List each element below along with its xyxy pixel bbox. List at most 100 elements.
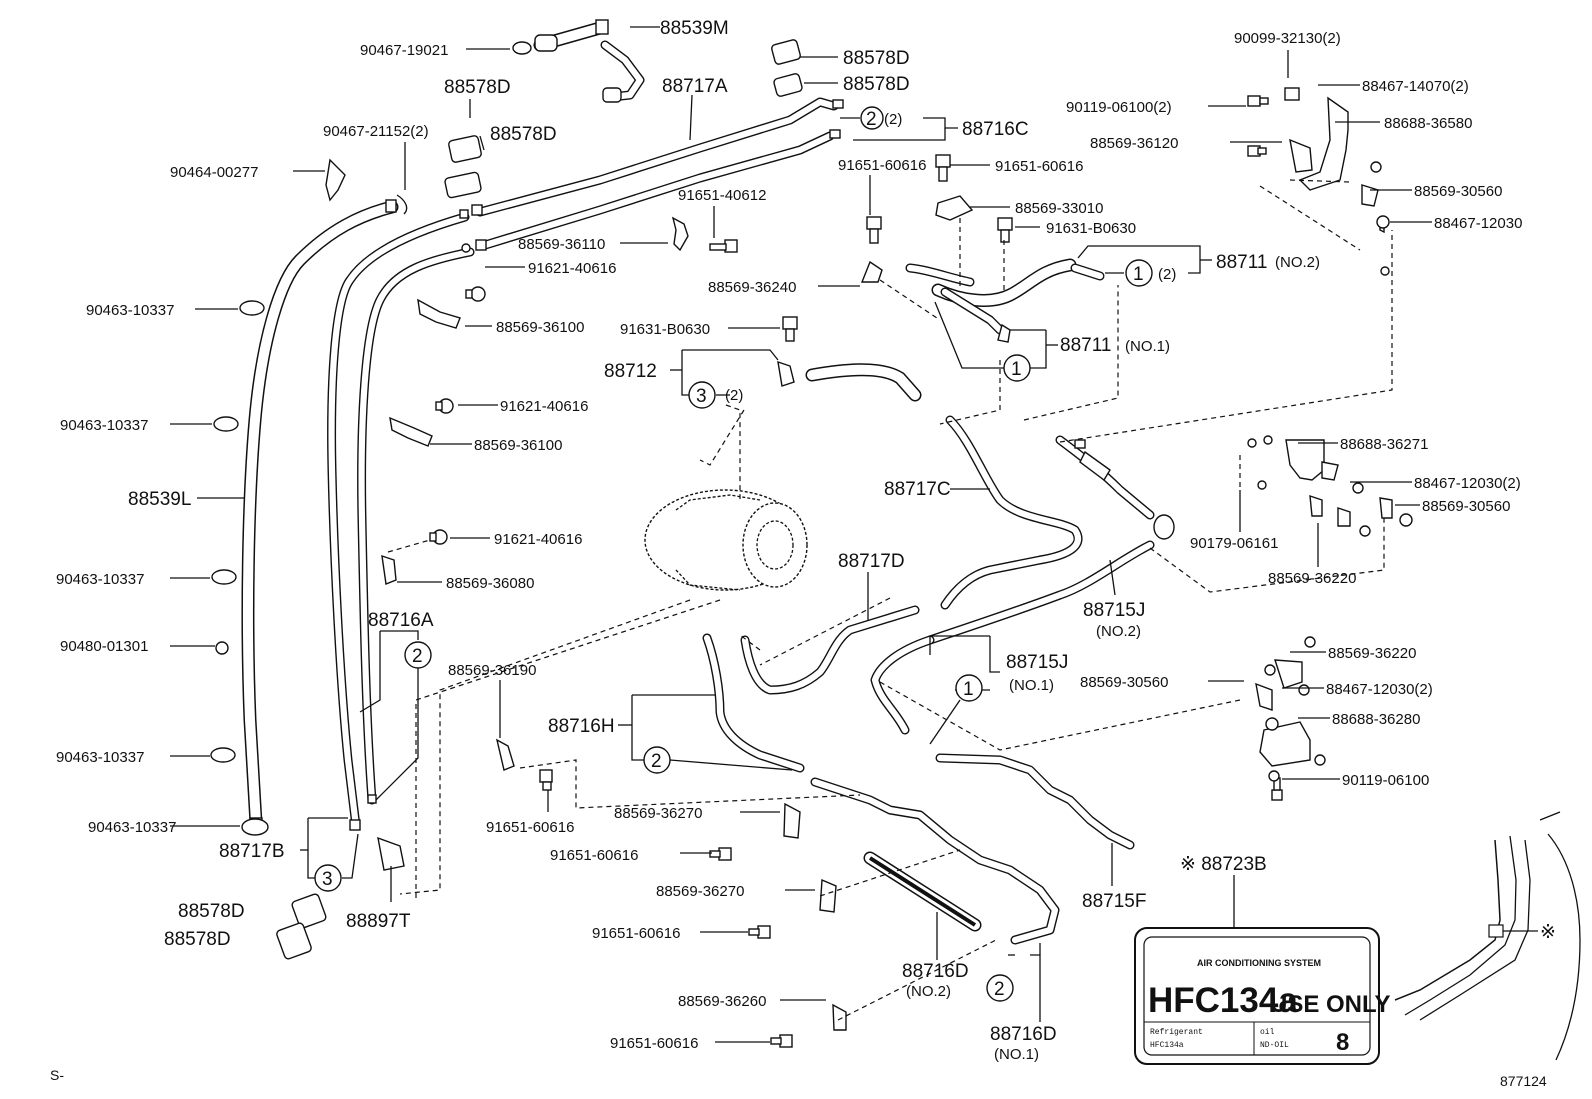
callout-2-88716d-text: 2 bbox=[994, 979, 1005, 1000]
callout-2-88716h bbox=[643, 746, 671, 774]
label-88539M: 88539M bbox=[660, 18, 729, 39]
label-88716D-no1-suffix: (NO.1) bbox=[994, 1046, 1039, 1063]
callout-1-no1 bbox=[1003, 354, 1031, 382]
label-88711-no2-suffix: (NO.2) bbox=[1275, 254, 1320, 271]
callout-3-88717b bbox=[314, 864, 342, 892]
label-90463-10337-b: 90463-10337 bbox=[60, 417, 148, 434]
label-88578D-6: 88578D bbox=[164, 929, 231, 950]
label-91651-60616-b: 91651-60616 bbox=[995, 158, 1083, 175]
label-88467-12030: 88467-12030 bbox=[1434, 215, 1522, 232]
label-88569-36100-a: 88569-36100 bbox=[496, 319, 584, 336]
label-88569-36270-b: 88569-36270 bbox=[656, 883, 744, 900]
label-90463-10337-c: 90463-10337 bbox=[56, 571, 144, 588]
inset-marker: ※ bbox=[1540, 922, 1556, 943]
label-88578D-4: 88578D bbox=[490, 124, 557, 145]
label-88569-36080: 88569-36080 bbox=[446, 575, 534, 592]
callout-2-top bbox=[860, 106, 884, 130]
label-88578D-1: 88578D bbox=[843, 48, 910, 69]
label-90463-10337-d: 90463-10337 bbox=[56, 749, 144, 766]
callout-1-no2 bbox=[1125, 259, 1153, 287]
label-91651-60616-a: 91651-60616 bbox=[838, 157, 926, 174]
callout-1-no1-text: 1 bbox=[1011, 359, 1022, 380]
label-88715J-no2: 88715J bbox=[1083, 600, 1145, 621]
label-88569-30560-c: 88569-30560 bbox=[1080, 674, 1168, 691]
label-88688-36580: 88688-36580 bbox=[1384, 115, 1472, 132]
label-88569-33010: 88569-33010 bbox=[1015, 200, 1103, 217]
qty-88712: (2) bbox=[725, 387, 743, 404]
drawing-number: 877124 bbox=[1500, 1073, 1547, 1089]
callout-1-88715j-text: 1 bbox=[963, 679, 974, 700]
label-90467-19021: 90467-19021 bbox=[360, 42, 448, 59]
label-88715F: 88715F bbox=[1082, 891, 1146, 912]
label-88712: 88712 bbox=[604, 361, 657, 382]
label-88569-36220-b: 88569-36220 bbox=[1328, 645, 1416, 662]
plate-header: AIR CONDITIONING SYSTEM bbox=[1197, 958, 1321, 968]
label-88897T: 88897T bbox=[346, 911, 411, 932]
label-88569-30560-b: 88569-30560 bbox=[1422, 498, 1510, 515]
label-88723B: ※ 88723B bbox=[1180, 854, 1267, 875]
label-91621-40616-b: 91621-40616 bbox=[500, 398, 588, 415]
label-88578D-3: 88578D bbox=[444, 77, 511, 98]
label-88569-36120: 88569-36120 bbox=[1090, 135, 1178, 152]
leader-lines bbox=[170, 26, 1432, 1043]
label-91651-60616-e: 91651-60616 bbox=[592, 925, 680, 942]
label-88711-no2: 88711 bbox=[1216, 252, 1267, 273]
label-88569-36270-a: 88569-36270 bbox=[614, 805, 702, 822]
label-88569-36110: 88569-36110 bbox=[518, 236, 605, 253]
callout-2-88716h-text: 2 bbox=[651, 751, 662, 772]
label-91651-40612: 91651-40612 bbox=[678, 187, 766, 204]
plate-refrigerant-value: HFC134a bbox=[1150, 1041, 1184, 1050]
label-88578D-5: 88578D bbox=[178, 901, 245, 922]
plate-oil-label: oil bbox=[1260, 1028, 1275, 1037]
label-91621-40616-c: 91621-40616 bbox=[494, 531, 582, 548]
callouts: 2 (2) 1 (2) 1 3 (2) 2 1 2 3 2 bbox=[314, 106, 1176, 1002]
label-88716D-no2: 88716D bbox=[902, 961, 969, 982]
label-91621-40616-a: 91621-40616 bbox=[528, 260, 616, 277]
compressor bbox=[644, 489, 808, 591]
label-91651-60616-c: 91651-60616 bbox=[486, 819, 574, 836]
label-91651-60616-d: 91651-60616 bbox=[550, 847, 638, 864]
plate-oil-number: 8 bbox=[1336, 1029, 1349, 1056]
callout-3-88712-text: 3 bbox=[696, 386, 707, 407]
plate-oil-value: ND-OIL bbox=[1260, 1041, 1289, 1050]
label-88467-12030-2a: 88467-12030(2) bbox=[1414, 475, 1521, 492]
callout-3-88712 bbox=[688, 381, 716, 409]
label-88716D-no2-suffix: (NO.2) bbox=[906, 983, 951, 1000]
bolt-shapes bbox=[429, 87, 1300, 1048]
label-88569-30560-a: 88569-30560 bbox=[1414, 183, 1502, 200]
callout-2-88716a-text: 2 bbox=[412, 646, 423, 667]
callout-2-88716a bbox=[404, 641, 432, 669]
dashed-assembly-lines bbox=[387, 179, 1393, 1021]
label-88716H: 88716H bbox=[548, 716, 615, 737]
plate-main-suffix: USE ONLY bbox=[1270, 991, 1390, 1018]
label-88717B: 88717B bbox=[219, 841, 285, 862]
label-88717A: 88717A bbox=[662, 76, 728, 97]
plate-main-text: HFC134a bbox=[1148, 981, 1298, 1020]
part-labels: 88539M 90467-19021 88578D 88578D 88578D … bbox=[56, 18, 1522, 1063]
label-90119-06100: 90119-06100 bbox=[1342, 772, 1429, 789]
label-88467-14070: 88467-14070(2) bbox=[1362, 78, 1469, 95]
label-88716C: 88716C bbox=[962, 119, 1029, 140]
label-88715J-no1-suffix: (NO.1) bbox=[1009, 677, 1054, 694]
callout-1-no2-text: 1 bbox=[1133, 264, 1144, 285]
label-88569-36100-b: 88569-36100 bbox=[474, 437, 562, 454]
footer-left-mark: S- bbox=[50, 1067, 64, 1083]
label-location-inset: ※ bbox=[1394, 811, 1581, 1061]
label-88569-36240: 88569-36240 bbox=[708, 279, 796, 296]
label-88569-36220-a: 88569-36220 bbox=[1268, 570, 1356, 587]
label-88711-no1: 88711 bbox=[1060, 335, 1111, 356]
label-90480-01301: 90480-01301 bbox=[60, 638, 148, 655]
label-90463-10337-a: 90463-10337 bbox=[86, 302, 174, 319]
label-91651-60616-f: 91651-60616 bbox=[610, 1035, 698, 1052]
ac-caution-label-plate: AIR CONDITIONING SYSTEM HFC134a USE ONLY… bbox=[1134, 927, 1390, 1065]
bracket-shapes bbox=[377, 96, 1413, 1031]
label-88688-36271: 88688-36271 bbox=[1340, 436, 1428, 453]
qty-88716c: (2) bbox=[884, 111, 902, 128]
label-88578D-2: 88578D bbox=[843, 74, 910, 95]
callout-2-88716d bbox=[986, 974, 1014, 1002]
label-90119-06100-2: 90119-06100(2) bbox=[1066, 99, 1172, 116]
plate-refrigerant-label: Refrigerant bbox=[1150, 1028, 1203, 1037]
label-88716D-no1: 88716D bbox=[990, 1024, 1057, 1045]
callout-1-88715j bbox=[955, 674, 983, 702]
